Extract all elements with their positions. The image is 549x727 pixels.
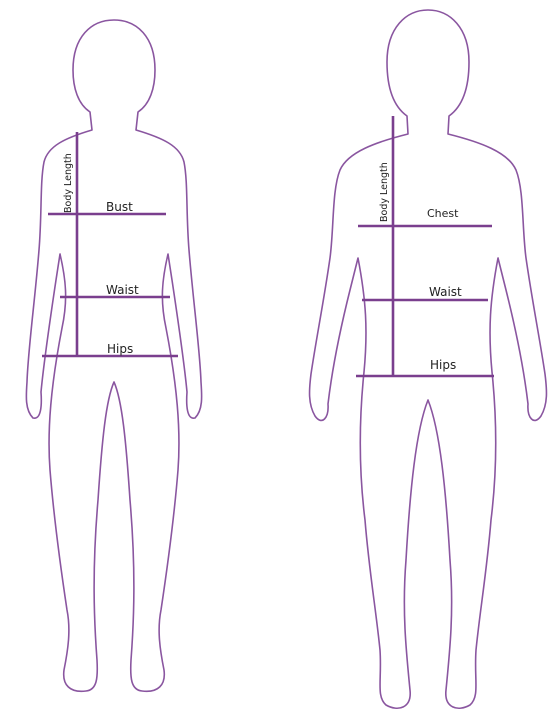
female-body-length-label: Body Length	[63, 153, 74, 213]
male-body-length-label: Body Length	[379, 162, 390, 222]
male-hips-label: Hips	[430, 358, 456, 372]
female-bust-label: Bust	[106, 200, 133, 214]
male-waist-label: Waist	[429, 285, 462, 299]
male-chest-label: Chest	[427, 207, 459, 220]
female-figure: Body Length Bust Waist Hips	[26, 20, 201, 691]
female-hips-label: Hips	[107, 342, 133, 356]
male-body-outline	[310, 10, 547, 708]
male-figure: Body Length Chest Waist Hips	[310, 10, 547, 708]
female-waist-label: Waist	[106, 283, 139, 297]
